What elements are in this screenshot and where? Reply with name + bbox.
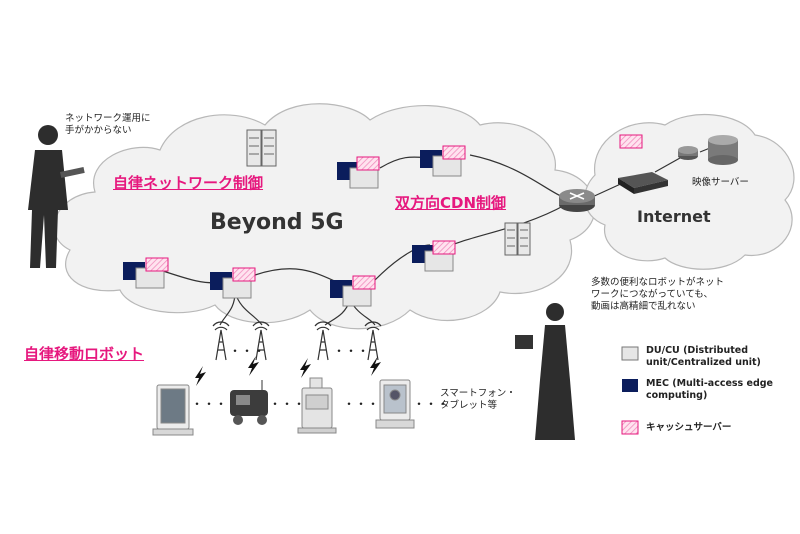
legend-ducu-symbol [621, 346, 639, 361]
legend-mec-symbol [622, 379, 638, 392]
router-icon [559, 189, 595, 212]
robots-note-line2: ワークにつながっていても、 [591, 289, 713, 300]
internet-cache [619, 134, 643, 149]
robot-vehicle [230, 380, 268, 425]
server-rack-icon [246, 129, 277, 167]
node-left [123, 257, 169, 289]
node-right [412, 240, 456, 272]
dots-robots-4: ・・・ [413, 397, 450, 411]
dots-robots-3: ・・・ [343, 397, 380, 411]
dots-robots-2: ・・・ [269, 397, 306, 411]
dots-robots-1: ・・・ [191, 397, 228, 411]
legend-mec-line1: MEC (Multi-access edge [646, 378, 773, 389]
server-rack-icon [504, 222, 531, 256]
smartphone-line1: スマートフォン・ [440, 388, 516, 399]
user-silhouette [515, 303, 575, 440]
autonomous-robot-title: 自律移動ロボット [24, 345, 145, 363]
dots-antennas-1: ・・・ [229, 344, 266, 358]
node-top-1 [337, 156, 380, 189]
small-router-icon [678, 146, 698, 160]
node-mid-1 [210, 267, 256, 299]
node-top-2 [420, 145, 466, 177]
signal-bolt-icon [195, 356, 381, 386]
robots-note-line3: 動画は高精細で乱れない [591, 301, 696, 312]
beyond5g-label: Beyond 5G [210, 210, 344, 235]
dots-antennas-2: ・・・ [333, 344, 370, 358]
network-ops-line1: ネットワーク運用に [65, 113, 151, 124]
legend-ducu-line1: DU/CU (Distributed [646, 345, 749, 356]
robot-delivery [297, 377, 337, 434]
smartphone-note: スマートフォン・ タブレット等 [440, 388, 516, 412]
robots-note: 多数の便利なロボットがネット ワークにつながっていても、 動画は高精細で乱れない [591, 277, 724, 313]
legend-ducu: DU/CU (Distributed unit/Centralized unit… [646, 345, 761, 369]
smartphone-line2: タブレット等 [440, 400, 498, 411]
legend-mec: MEC (Multi-access edge computing) [646, 378, 773, 402]
bidirectional-cdn-title: 双方向CDN制御 [395, 194, 507, 212]
network-ops-line2: 手がかからない [65, 125, 132, 136]
legend-mec-line2: computing) [646, 390, 708, 401]
network-ops-note: ネットワーク運用に 手がかからない [65, 113, 151, 137]
antenna-icon [212, 321, 382, 361]
video-server-icon [708, 135, 738, 165]
robot-telepresence [375, 379, 415, 429]
video-server-label: 映像サーバー [692, 177, 749, 188]
legend-cache-symbol [621, 420, 639, 435]
node-mid-2 [330, 275, 376, 307]
robot-signage [152, 384, 194, 436]
operator-silhouette [28, 125, 85, 268]
internet-cloud [584, 114, 795, 270]
autonomous-network-title: 自律ネットワーク制御 [113, 174, 264, 192]
robots-note-line1: 多数の便利なロボットがネット [591, 277, 725, 288]
switch-icon [618, 172, 668, 194]
legend-cache: キャッシュサーバー [646, 422, 731, 434]
legend-cache-line1: キャッシュサーバー [646, 422, 732, 433]
internet-label: Internet [637, 207, 711, 226]
legend-ducu-line2: unit/Centralized unit) [646, 357, 761, 368]
